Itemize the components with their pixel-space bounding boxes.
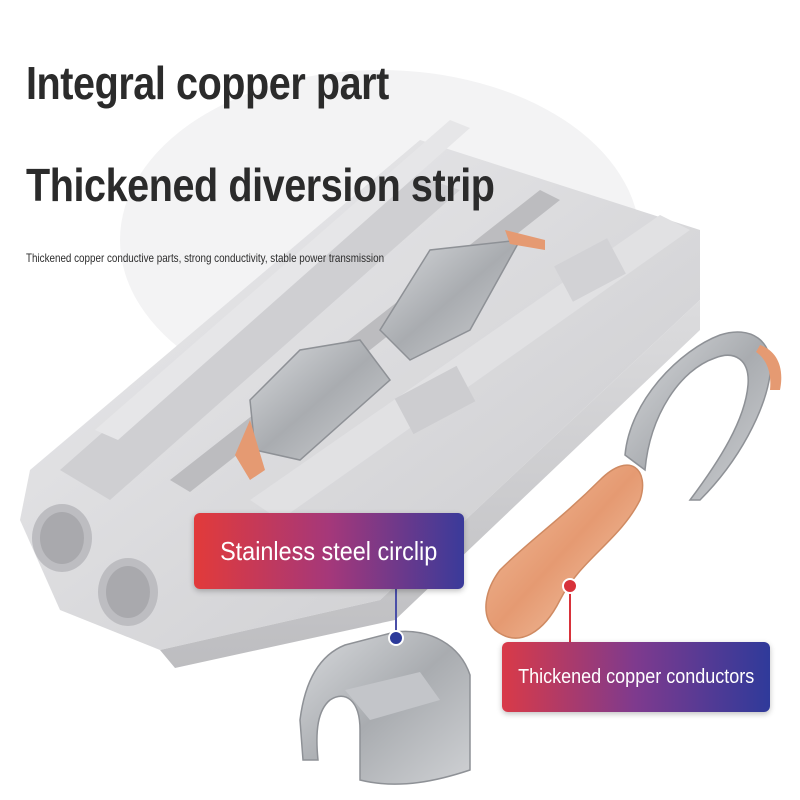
copper-conductor [485, 464, 644, 639]
thickened-copper-conductors-callout: Thickened copper conductors [502, 642, 770, 712]
steel-callout-dot [388, 630, 404, 646]
thickened-copper-conductors-label: Thickened copper conductors [517, 665, 755, 688]
loose-steel-circlip [299, 630, 471, 785]
wire-entry-holes [32, 504, 158, 626]
headline-subtitle: Thickened copper conductive parts, stron… [26, 251, 385, 265]
internal-clips [235, 230, 545, 480]
steel-clip-on-conductor [624, 331, 782, 501]
headline-line-2: Thickened diversion strip [26, 159, 495, 211]
stainless-steel-circlip-label: Stainless steel circlip [220, 535, 438, 566]
headline-line-1: Integral copper part [26, 57, 389, 109]
copper-callout-dot [562, 578, 578, 594]
callout-leaders [388, 578, 578, 646]
stainless-steel-circlip-callout: Stainless steel circlip [194, 513, 464, 589]
